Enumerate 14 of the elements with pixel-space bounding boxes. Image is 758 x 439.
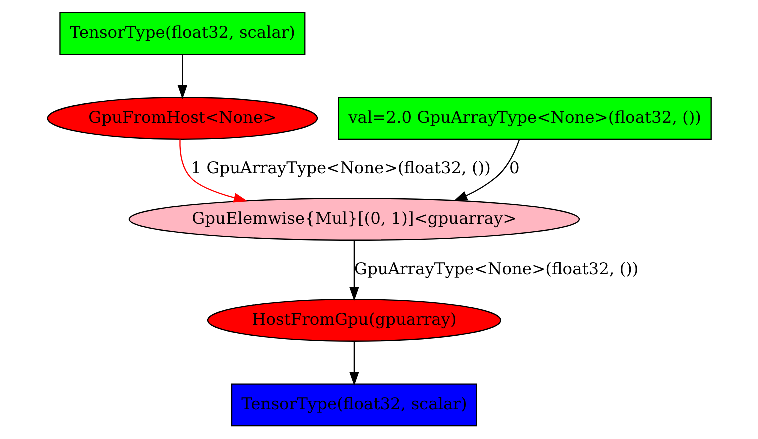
edge-label: 0 (508, 158, 520, 178)
node-box: TensorType(float32, scalar) (59, 12, 306, 56)
node-ellipse: GpuElemwise{Mul}[(0, 1)]<gpuarray> (128, 198, 580, 241)
arrow (179, 140, 248, 203)
node-ellipse: GpuFromHost<None> (46, 97, 318, 140)
arrow (349, 342, 359, 386)
arrow (453, 139, 520, 202)
arrow (177, 54, 188, 100)
edge-label: 1 GpuArrayType<None>(float32, ()) (190, 158, 490, 178)
arrow (349, 240, 359, 302)
edge-label: GpuArrayType<None>(float32, ()) (354, 259, 638, 278)
node-box: TensorType(float32, scalar) (230, 384, 477, 427)
node-ellipse: HostFromGpu(gpuarray) (206, 299, 501, 342)
node-box: val=2.0 GpuArrayType<None>(float32, ()) (338, 97, 712, 140)
